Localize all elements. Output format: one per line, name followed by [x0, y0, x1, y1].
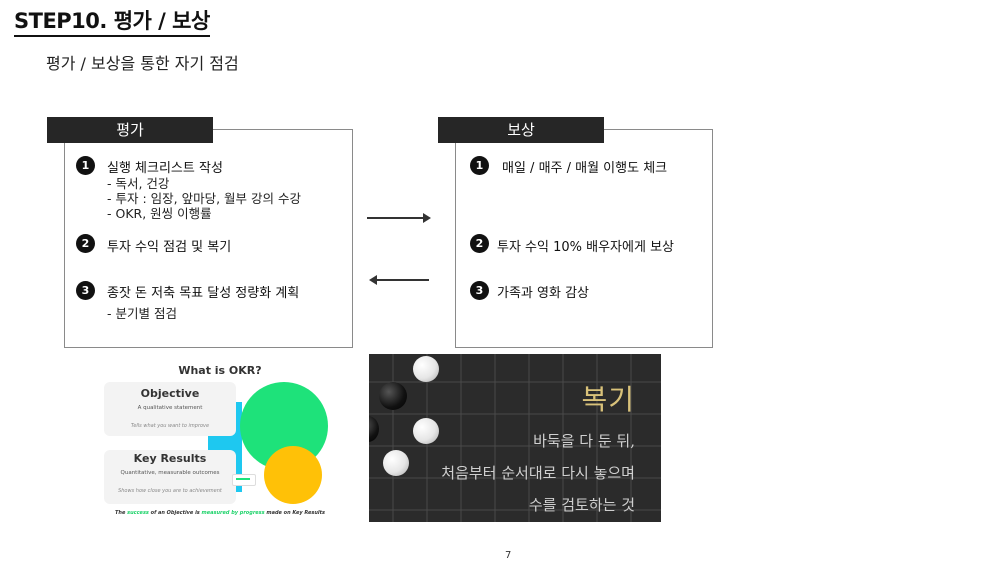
- okr-connector-line: [236, 478, 250, 480]
- page-number: 7: [505, 550, 512, 561]
- black-stone: [369, 416, 379, 442]
- baduk-line-3: 수를 검토하는 것: [528, 496, 635, 514]
- okr-kr-heading: Key Results: [133, 452, 207, 465]
- evaluation-item-1-sub-3: - OKR, 원씽 이행률: [107, 206, 212, 221]
- evaluation-item-1-text: 실행 체크리스트 작성: [107, 161, 223, 176]
- reward-item-1-text: 매일 / 매주 / 매월 이행도 체크: [502, 161, 668, 176]
- okr-image: What is OKR? Objective A qualitative sta…: [100, 358, 340, 523]
- arrow-right-icon: [423, 213, 431, 223]
- reward-item-2-text: 투자 수익 10% 배우자에게 보상: [497, 240, 674, 255]
- reward-item-2-number: 2: [470, 234, 489, 253]
- reward-item-1-number: 1: [470, 156, 489, 175]
- evaluation-item-1-sub-2: - 투자 : 임장, 앞마당, 월부 강의 수강: [107, 191, 301, 206]
- okr-kr-card: [104, 450, 236, 504]
- okr-footer-a: The: [114, 510, 128, 516]
- okr-kr-sub: Quantitative, measurable outcomes: [120, 470, 220, 476]
- evaluation-item-3-sub-1: - 분기별 점검: [107, 306, 177, 321]
- okr-yellow-circle: [264, 446, 322, 504]
- okr-footer: The success of an Objective is measured …: [100, 510, 340, 516]
- okr-footer-c: of an Objective is: [148, 510, 202, 516]
- okr-objective-card: [104, 382, 236, 436]
- arrow-left-line: [377, 279, 429, 281]
- okr-objective-sub: A qualitative statement: [137, 405, 203, 411]
- baduk-line-1: 바둑을 다 둔 뒤,: [533, 432, 635, 450]
- okr-title: What is OKR?: [178, 364, 262, 377]
- white-stone: [383, 450, 409, 476]
- reward-tab: 보상: [438, 117, 604, 143]
- arrow-right-line: [367, 217, 423, 219]
- step-title: STEP10. 평가 / 보상: [14, 8, 210, 37]
- evaluation-item-2-text: 투자 수익 점검 및 복기: [107, 240, 232, 255]
- okr-objective-hint: Tells what you want to improve: [130, 423, 210, 429]
- baduk-grid: [369, 354, 661, 522]
- evaluation-item-3-number: 3: [76, 281, 95, 300]
- okr-connector-box: [232, 474, 256, 486]
- evaluation-panel: [64, 129, 353, 348]
- evaluation-tab: 평가: [47, 117, 213, 143]
- white-stone: [413, 418, 439, 444]
- evaluation-item-2-number: 2: [76, 234, 95, 253]
- evaluation-item-1-sub-1: - 독서, 건강: [107, 176, 170, 191]
- okr-footer-b: success: [127, 510, 149, 516]
- white-stone: [413, 356, 439, 382]
- evaluation-item-1-number: 1: [76, 156, 95, 175]
- arrow-left-icon: [369, 275, 377, 285]
- baduk-image: 복기 바둑을 다 둔 뒤, 처음부터 순서대로 다시 놓으며 수를 검토하는 것: [369, 354, 661, 522]
- black-stone: [379, 382, 407, 410]
- baduk-line-2: 처음부터 순서대로 다시 놓으며: [441, 464, 635, 482]
- subtitle: 평가 / 보상을 통한 자기 점검: [46, 54, 239, 73]
- reward-panel: [455, 129, 713, 348]
- reward-item-3-text: 가족과 영화 감상: [497, 286, 589, 301]
- okr-objective-heading: Objective: [140, 387, 200, 400]
- baduk-title: 복기: [581, 383, 635, 416]
- okr-kr-hint: Shows how close you are to achievement: [118, 488, 222, 494]
- reward-item-3-number: 3: [470, 281, 489, 300]
- okr-footer-e: made on Key Results: [264, 510, 326, 516]
- evaluation-item-3-text: 종잣 돈 저축 목표 달성 정량화 계획: [107, 286, 300, 301]
- okr-footer-d: measured by progress: [201, 510, 265, 516]
